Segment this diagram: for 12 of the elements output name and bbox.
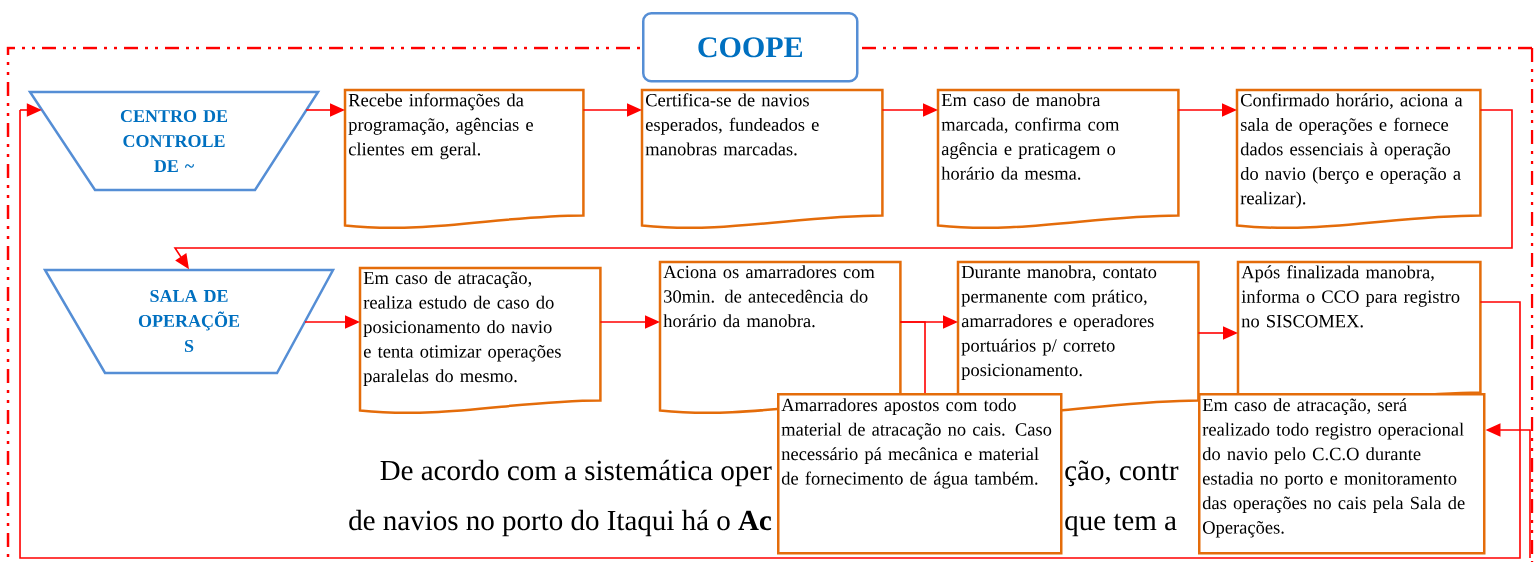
process-box: Em caso de atracação, será realizado todo registro operacional do navio pelo C.C.O durante estadia no porto e monitoramento das operações no cais pela Sala de Operações. — [1198, 393, 1486, 555]
body-text: que tem a — [1065, 513, 1177, 537]
document-box: Certifica-se de navios esperados, fundeados e manobras marcadas. — [640, 88, 884, 230]
document-box: Recebe informações da programação, agências e clientes em geral. — [343, 88, 585, 230]
title-box: COOPE — [642, 12, 859, 83]
document-box: Em caso de atracação, realiza estudo de caso do posicionamento do navio e tenta otimizar operações paralelas do mesmo. — [358, 266, 602, 415]
body-text: de navios no porto do Itaqui há o Ac — [349, 509, 772, 537]
document-box: Em caso de manobra marcada, confirma com agência e praticagem o horário da mesma. — [936, 88, 1180, 230]
process-box: Amarradores apostos com todo material de atracação no cais. Caso necessário pá mecânica e material de fornecimento de água também. — [777, 393, 1063, 555]
document-box: Confirmado horário, aciona a sala de operações e fornece dados essenciais à operação do navio (berço e operação a realizar). — [1235, 88, 1482, 230]
body-text: De acordo com a sistemática oper — [380, 459, 772, 487]
body-text: ção, contr — [1065, 460, 1179, 487]
